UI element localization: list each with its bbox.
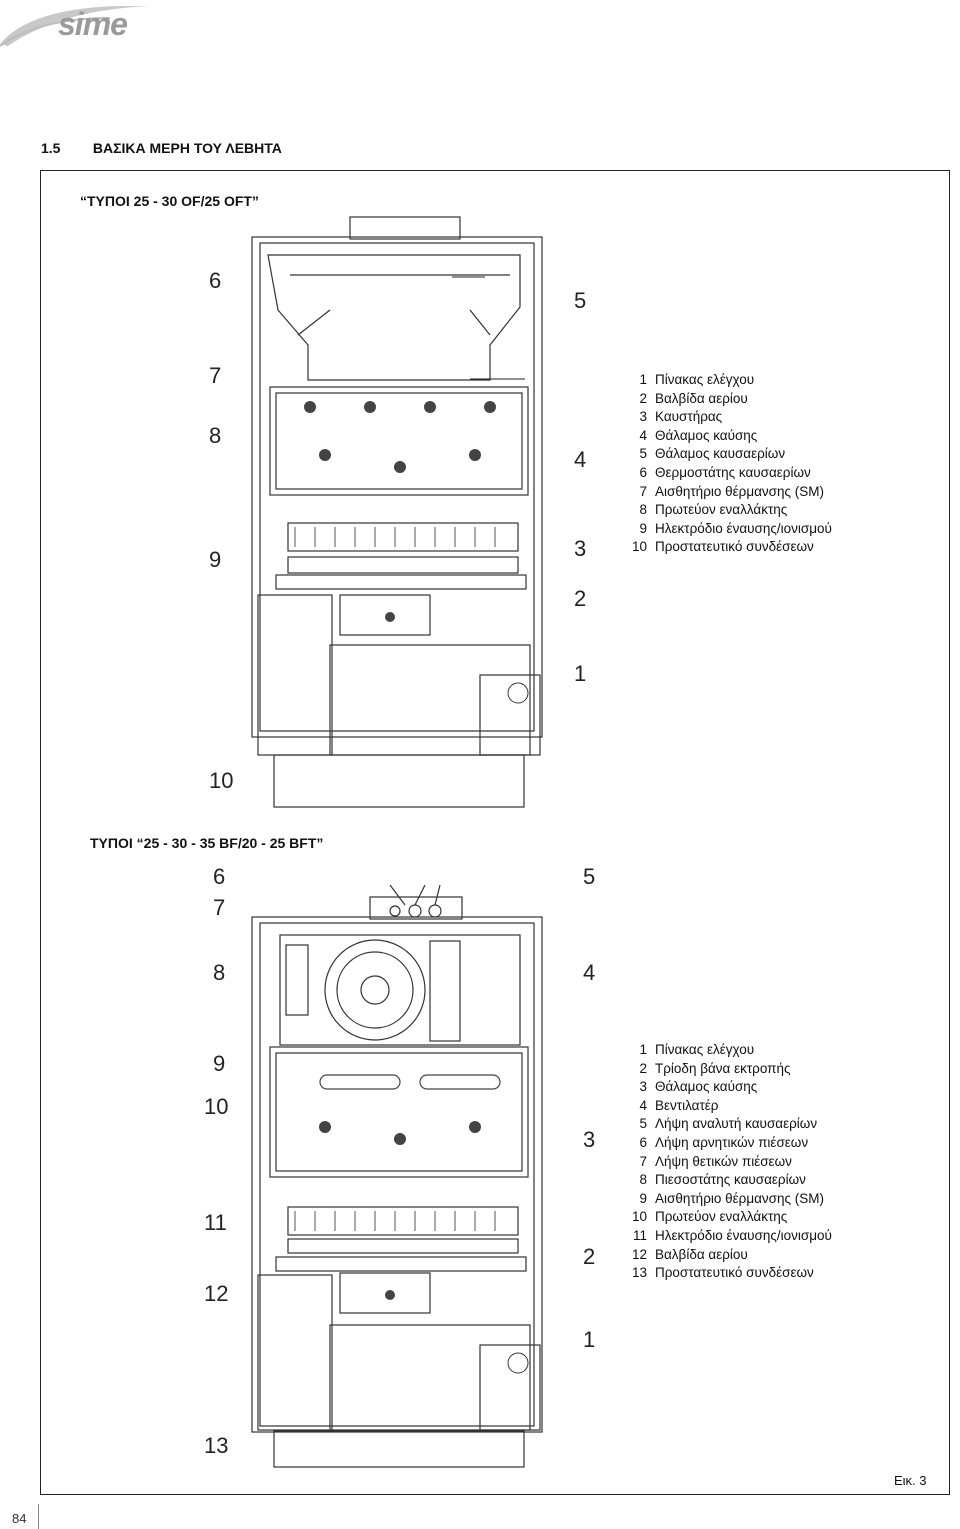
callout-bottom-12: 12 (204, 1281, 229, 1306)
callout-bottom-6: 6 (213, 864, 226, 889)
callout-bottom-7: 7 (213, 895, 226, 920)
boiler-drawing-bf (251, 884, 543, 1468)
callout-bottom-4: 4 (583, 960, 596, 985)
callout-top-10: 10 (209, 768, 234, 793)
callout-top-4: 4 (574, 447, 587, 472)
callout-top-7: 7 (209, 363, 222, 388)
footer-divider (38, 1504, 39, 1529)
callout-top-3: 3 (574, 536, 587, 561)
callout-top-8: 8 (209, 423, 222, 448)
callout-bottom-5: 5 (583, 864, 596, 889)
figure-frame (40, 170, 950, 1495)
sime-logo: sime (0, 0, 160, 48)
callout-bottom-1: 1 (583, 1327, 596, 1352)
callout-top-5: 5 (574, 288, 587, 313)
callout-bottom-10: 10 (204, 1094, 229, 1119)
callout-top-9: 9 (209, 547, 222, 572)
callout-bottom-2: 2 (583, 1244, 596, 1269)
figure-label: Εικ. 3 (894, 1473, 927, 1488)
figure-top-subtitle: “ΤΥΠΟΙ 25 - 30 OF/25 OFT” (80, 193, 259, 209)
logo-swoosh-icon (0, 6, 150, 47)
figure-bottom-subtitle: ΤΥΠΟΙ “25 - 30 - 35 BF/20 - 25 BFT” (90, 835, 324, 851)
callout-bottom-8: 8 (213, 960, 226, 985)
section-heading: 1.5 ΒΑΣΙΚΑ ΜΕΡΗ ΤΟΥ ΛΕΒΗΤΑ (41, 140, 282, 156)
callout-bottom-3: 3 (583, 1127, 596, 1152)
section-number: 1.5 (41, 140, 61, 156)
callout-top-2: 2 (574, 586, 587, 611)
callout-bottom-11: 11 (204, 1210, 227, 1235)
section-title: ΒΑΣΙΚΑ ΜΕΡΗ ΤΟΥ ΛΕΒΗΤΑ (92, 140, 282, 156)
callout-top-6: 6 (209, 268, 222, 293)
page-number: 84 (12, 1511, 27, 1526)
callout-top-1: 1 (574, 661, 587, 686)
callout-bottom-9: 9 (213, 1051, 226, 1076)
logo-text: sime (58, 6, 128, 42)
boiler-drawing-of (251, 216, 543, 808)
callout-bottom-13: 13 (204, 1433, 229, 1458)
